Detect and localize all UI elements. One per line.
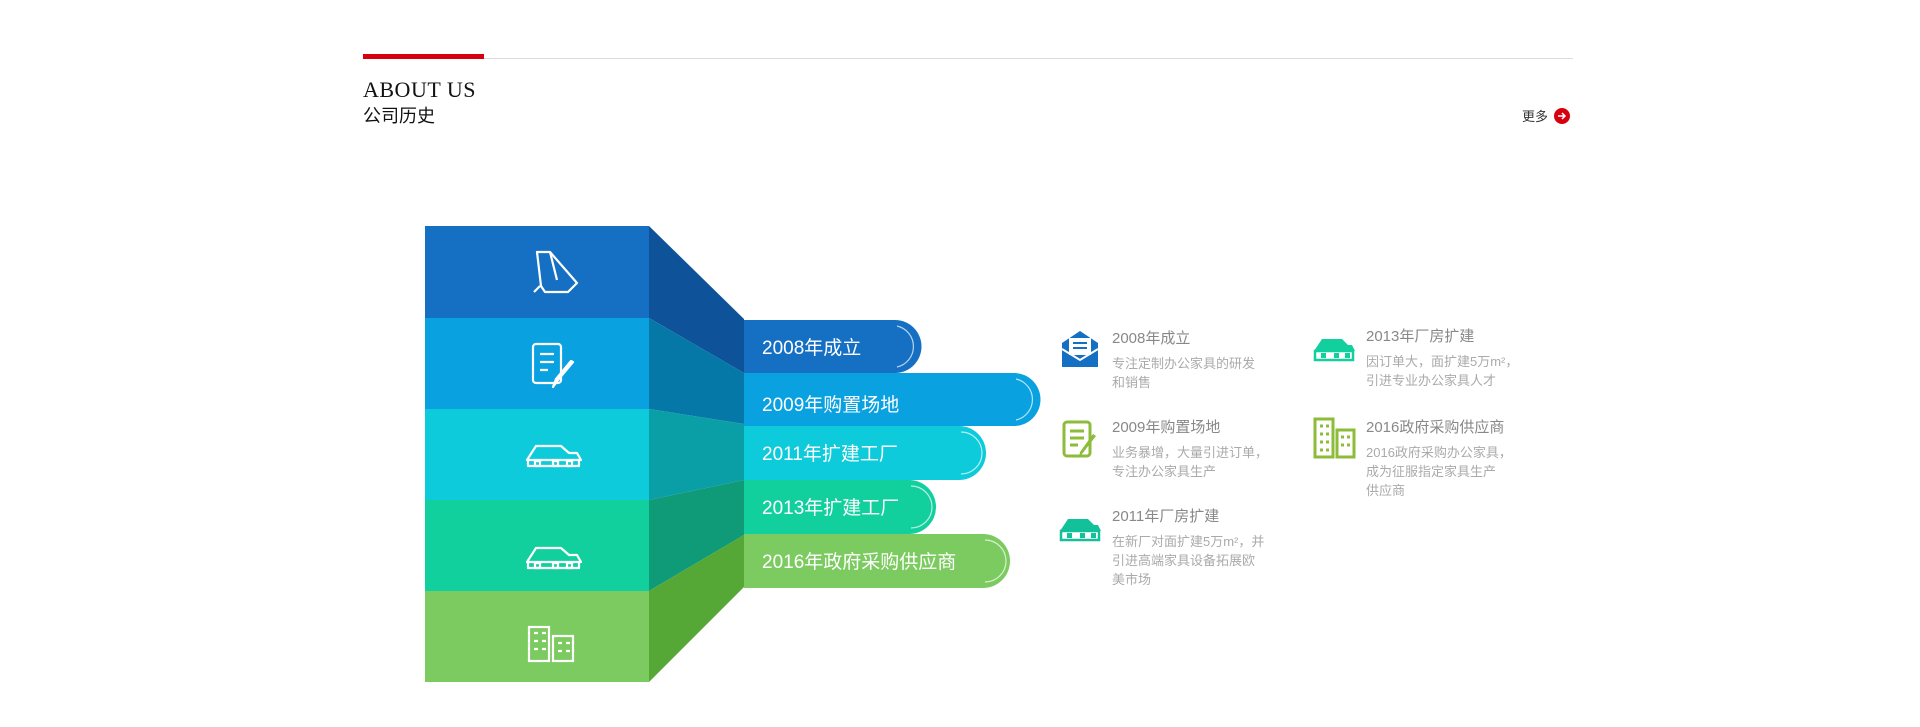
detail-desc-line: 成为征服指定家具生产 [1366, 464, 1497, 479]
more-label: 更多 [1522, 109, 1549, 124]
contract-icon [1062, 420, 1096, 458]
section-title-en: ABOUT US [363, 77, 477, 102]
tab-label-2013: 2013年扩建工厂 [762, 497, 899, 519]
tab-2009: 2009年购置场地 [744, 373, 1041, 426]
tab-2013: 2013年扩建工厂 [744, 480, 936, 534]
tab-label-2008: 2008年成立 [762, 337, 861, 359]
envelope-icon [1061, 331, 1099, 367]
connector-2009 [649, 318, 744, 424]
tab-label-2009: 2009年购置场地 [762, 394, 899, 416]
step-block-2013 [425, 500, 649, 591]
detail-desc-line: 专注定制办公家具的研发 [1112, 356, 1256, 371]
contract-icon [531, 342, 575, 389]
detail-desc-line: 在新厂对面扩建5万m²，并 [1112, 534, 1265, 549]
header-accent-bar [363, 54, 484, 59]
connector-2011 [649, 409, 744, 500]
detail-desc-line: 业务暴增，大量引进订单， [1112, 445, 1269, 460]
detail-desc-line: 供应商 [1366, 483, 1406, 498]
detail-desc-line: 引进专业办公家具人才 [1366, 373, 1497, 388]
detail-title: 2009年购置场地 [1112, 419, 1221, 436]
more-link[interactable]: 更多 [1522, 106, 1571, 125]
house-icon [525, 444, 583, 468]
detail-title: 2016政府采购供应商 [1366, 419, 1505, 436]
detail-2009: 2009年购置场地 业务暴增，大量引进订单， 专注办公家具生产 [1058, 416, 1268, 481]
detail-desc-line: 引进高端家具设备拓展欧 [1112, 553, 1256, 568]
step-block-2008 [425, 226, 649, 318]
step-block-2011 [425, 409, 649, 500]
detail-title: 2013年厂房扩建 [1366, 328, 1475, 345]
tab-2008: 2008年成立 [744, 320, 922, 373]
detail-title: 2011年厂房扩建 [1112, 508, 1220, 525]
detail-desc-line: 因订单大，面扩建5万m²， [1366, 354, 1519, 369]
section-title-cn: 公司历史 [363, 106, 435, 126]
building-icon [1313, 417, 1356, 459]
arrow-right-icon [1554, 107, 1571, 124]
house-icon [525, 546, 583, 570]
tab-label-2011: 2011年扩建工厂 [762, 443, 898, 465]
house-icon [1313, 339, 1355, 362]
megaphone-icon [533, 250, 579, 294]
detail-desc-line: 和销售 [1112, 375, 1152, 390]
detail-desc-line: 2016政府采购办公家具， [1366, 445, 1512, 460]
detail-2008: 2008年成立 专注定制办公家具的研发 和销售 [1058, 327, 1255, 392]
connector-2008 [649, 226, 744, 373]
detail-title: 2008年成立 [1112, 330, 1191, 347]
house-icon [1059, 519, 1101, 542]
detail-2013: 2013年厂房扩建 因订单大，面扩建5万m²， 引进专业办公家具人才 [1312, 325, 1518, 390]
detail-2011: 2011年厂房扩建 在新厂对面扩建5万m²，并 引进高端家具设备拓展欧 美市场 [1058, 505, 1264, 589]
detail-desc-line: 专注办公家具生产 [1112, 464, 1217, 479]
step-block-2009 [425, 318, 649, 409]
connector-2013 [649, 480, 744, 591]
detail-2016: 2016政府采购供应商 2016政府采购办公家具， 成为征服指定家具生产 供应商 [1312, 416, 1512, 500]
tab-label-2016: 2016年政府采购供应商 [762, 551, 956, 573]
tab-2011: 2011年扩建工厂 [744, 426, 986, 480]
connector-2016 [649, 535, 744, 682]
building-icon [527, 625, 575, 663]
step-block-2016 [425, 591, 649, 682]
tab-2016: 2016年政府采购供应商 [744, 534, 1010, 588]
header-divider [363, 58, 1573, 59]
detail-desc-line: 美市场 [1112, 572, 1152, 587]
